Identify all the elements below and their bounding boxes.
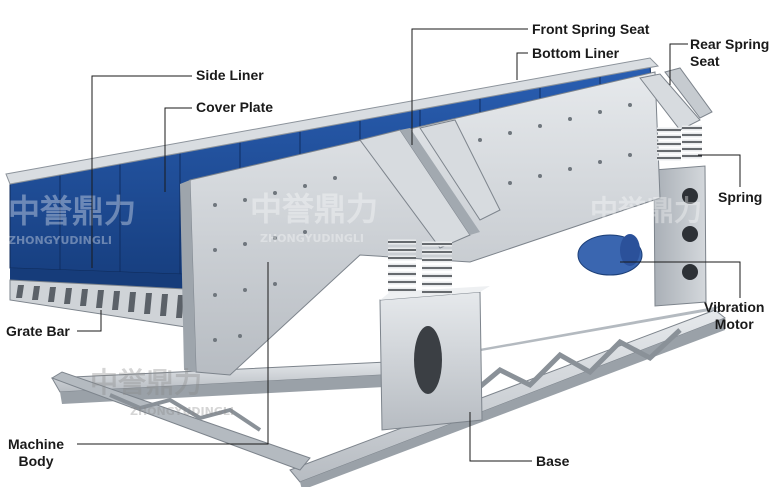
label-side-liner: Side Liner xyxy=(196,67,264,83)
leader-spring xyxy=(698,154,741,187)
label-vibration-motor: Vibration Motor xyxy=(704,299,764,333)
watermark-cn-2: 中誉鼎力 xyxy=(250,190,378,228)
watermark-cn-4: 中誉鼎力 xyxy=(90,366,202,399)
label-machine-body-line1: Machine xyxy=(8,436,65,452)
leader-machine-body xyxy=(77,262,269,445)
leader-vibration-motor xyxy=(620,261,741,298)
gusset-brackets xyxy=(359,67,713,249)
leader-base xyxy=(469,412,532,462)
watermark-cn-3: 中誉鼎力 xyxy=(590,194,702,227)
leader-rear-spring-seat xyxy=(669,43,688,85)
label-rear-spring-seat-line2: Seat xyxy=(690,53,720,69)
label-spring: Spring xyxy=(718,189,763,205)
leader-cover-plate xyxy=(164,107,192,192)
leader-front-spring-seat xyxy=(411,28,528,145)
label-grate-bar: Grate Bar xyxy=(6,323,70,339)
leader-side-liner xyxy=(91,75,192,268)
watermark: 中誉鼎力 ZHONGYUDINGLI 中誉鼎力 ZHONGYUDINGLI 中誉… xyxy=(8,190,702,418)
label-bottom-liner: Bottom Liner xyxy=(532,45,620,61)
label-rear-spring-seat-line1: Rear Spring xyxy=(690,36,770,52)
label-cover-plate: Cover Plate xyxy=(196,99,274,115)
springs xyxy=(388,125,702,295)
watermark-en-3: ZHONGYUDINGLI xyxy=(130,405,234,418)
label-base: Base xyxy=(536,453,570,469)
label-machine-body-line2: Body xyxy=(18,453,54,469)
base-frame xyxy=(50,306,726,487)
leader-bottom-liner xyxy=(516,52,528,80)
vibration-motor xyxy=(577,234,643,276)
label-vibration-motor-line1: Vibration xyxy=(704,299,765,315)
watermark-en-2: ZHONGYUDINGLI xyxy=(260,232,364,245)
label-vibration-motor-line2: Motor xyxy=(714,316,754,332)
label-front-spring-seat: Front Spring Seat xyxy=(532,21,650,37)
watermark-en-1: ZHONGYUDINGLI xyxy=(8,234,112,247)
watermark-cn-1: 中誉鼎力 xyxy=(8,192,136,230)
label-machine-body: Machine Body xyxy=(8,436,64,470)
leader-grate-bar xyxy=(77,310,102,332)
leader-lines xyxy=(77,28,741,462)
label-rear-spring-seat: Rear Spring Seat xyxy=(690,36,769,70)
